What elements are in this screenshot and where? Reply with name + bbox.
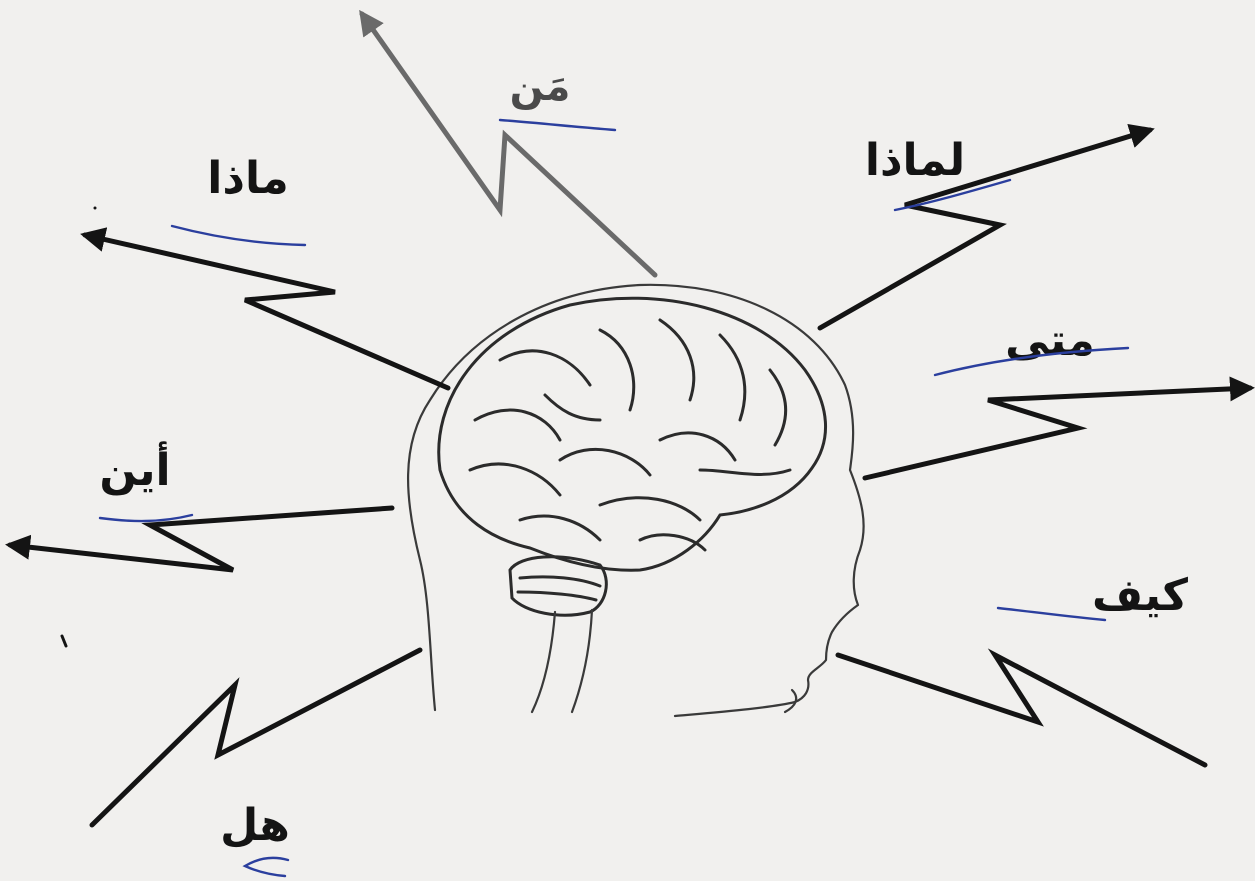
- pen-underline-kayfa: [998, 608, 1105, 620]
- arrow-madha: [85, 235, 448, 388]
- branch-mata: متى: [935, 315, 1128, 375]
- branch-ayna: أين: [99, 441, 192, 521]
- head-outline: [408, 285, 864, 716]
- label-madha: ماذا: [207, 153, 288, 204]
- branch-hal: هل: [220, 800, 290, 876]
- label-hal: هل: [220, 800, 290, 851]
- branch-limadha: لماذا: [865, 135, 1010, 210]
- brain-stem: [532, 610, 592, 712]
- stray-dot: [94, 207, 97, 210]
- stray-tick-mark: [62, 636, 66, 646]
- brain-illustration: [408, 285, 864, 716]
- branch-madha: ماذا: [172, 153, 305, 245]
- branch-kayfa: كيف: [998, 570, 1188, 621]
- arrow-kayfa: [838, 655, 1205, 765]
- cerebrum: [439, 298, 826, 570]
- pen-underline-madha: [172, 226, 305, 245]
- pen-mark-hal: [245, 858, 288, 876]
- stray-marks: [62, 207, 97, 647]
- label-ayna: أين: [99, 441, 170, 496]
- branch-man: مَن: [500, 64, 615, 130]
- arrow-mata: [865, 388, 1250, 478]
- arrow-man: [362, 14, 655, 275]
- pen-underline-ayna: [100, 515, 192, 521]
- pen-underline-man: [500, 120, 615, 130]
- label-limadha: لماذا: [865, 135, 965, 186]
- arrows: [10, 14, 1250, 825]
- arrow-ayna: [10, 508, 392, 570]
- arrow-hal: [92, 650, 420, 825]
- label-man: مَن: [510, 64, 571, 110]
- label-kayfa: كيف: [1092, 570, 1188, 621]
